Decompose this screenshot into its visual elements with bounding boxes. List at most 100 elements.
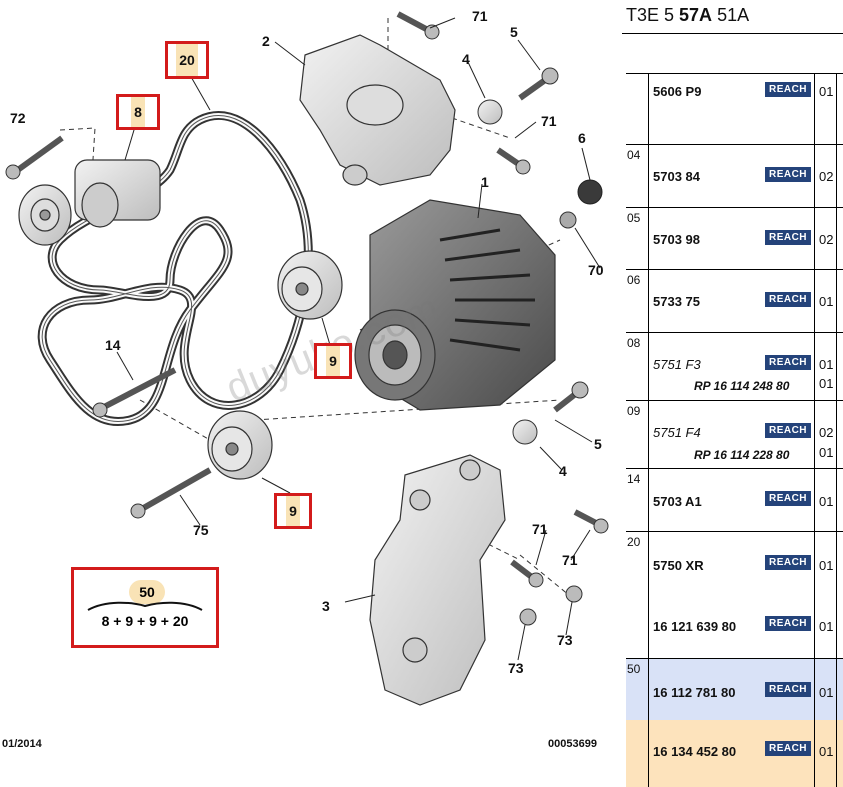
- position-number: 50: [627, 662, 641, 676]
- col-divider: [814, 270, 815, 332]
- callout-box-9-lower: 9: [274, 493, 312, 529]
- part-quantity: 01: [819, 744, 834, 759]
- panel-separator: [622, 33, 843, 34]
- screws-part-71: [396, 11, 609, 588]
- col-divider: [648, 270, 649, 332]
- col-divider: [648, 208, 649, 269]
- callout-72: 72: [10, 110, 26, 126]
- col-divider: [814, 659, 815, 720]
- pump-part-2: [299, 34, 456, 186]
- col-divider: [814, 401, 815, 468]
- reach-badge: REACH: [765, 555, 811, 570]
- replacement-reference: RP 16 114 228 80: [694, 448, 790, 462]
- callout-75: 75: [193, 522, 209, 538]
- diagram-drawing: [5, 11, 609, 706]
- col-divider: [836, 208, 837, 269]
- col-divider: [836, 145, 837, 207]
- col-divider: [648, 469, 649, 531]
- position-number: 20: [627, 535, 641, 549]
- callout-1: 1: [481, 174, 489, 190]
- callout-box-9-upper: 9: [314, 343, 352, 379]
- reach-badge: REACH: [765, 355, 811, 370]
- col-divider: [814, 720, 815, 787]
- part-reference: 5751 F4: [653, 425, 701, 440]
- callout-73-lower: 73: [508, 660, 524, 676]
- callout-70: 70: [588, 262, 604, 278]
- leader-lines: [116, 17, 601, 661]
- callout-4-upper: 4: [462, 51, 470, 67]
- bushing-part-4-lower: [512, 419, 538, 445]
- callout-73-right: 73: [557, 632, 573, 648]
- callout-box-20: 20: [165, 41, 209, 79]
- col-divider: [814, 74, 815, 144]
- replacement-reference: RP 16 114 248 80: [694, 379, 790, 393]
- callout-4-lower: 4: [559, 463, 567, 479]
- col-divider: [814, 333, 815, 400]
- part-reference: 5606 P9: [653, 84, 702, 99]
- parts-row[interactable]: 04 5703 84 REACH 02: [626, 144, 843, 207]
- parts-row-kit[interactable]: 50 16 112 781 80 REACH 01: [626, 658, 843, 720]
- bracket-part-3: [369, 454, 506, 706]
- reach-badge: REACH: [765, 423, 811, 438]
- callout-71-lower-left: 71: [532, 521, 548, 537]
- reach-badge: REACH: [765, 82, 811, 97]
- nuts-part-73: [519, 585, 583, 626]
- part-reference: 5750 XR: [653, 558, 704, 573]
- position-number: 14: [627, 472, 641, 486]
- part-reference: 16 112 781 80: [653, 685, 736, 700]
- bolt-part-5-lower: [553, 381, 589, 413]
- part-reference: 5733 75: [653, 294, 700, 309]
- part-reference-alt: 16 121 639 80: [653, 619, 737, 634]
- part-quantity: 01: [819, 558, 834, 573]
- callout-71-right: 71: [541, 113, 557, 129]
- parts-list-panel: T3E 5 57A 51A 5606 P9 REACH 01 04 5703 8…: [622, 0, 843, 787]
- parts-row[interactable]: 14 5703 A1 REACH 01: [626, 468, 843, 531]
- position-number: 05: [627, 211, 641, 225]
- callout-3: 3: [322, 598, 330, 614]
- parts-diagram: duyuko.com 71 2 5 4 71 6 1 70 72 14 5 4 …: [2, 8, 609, 750]
- col-divider: [648, 401, 649, 468]
- col-divider: [648, 145, 649, 207]
- part-quantity: 02: [819, 425, 834, 440]
- callout-6: 6: [578, 130, 586, 146]
- panel-header: T3E 5 57A 51A: [626, 5, 750, 25]
- bolt-part-72: [5, 135, 64, 180]
- callout-box-8: 8: [116, 94, 160, 130]
- reach-badge: REACH: [765, 491, 811, 506]
- reach-badge: REACH: [765, 230, 811, 245]
- parts-row[interactable]: 05 5703 98 REACH 02: [626, 207, 843, 269]
- col-divider: [836, 469, 837, 531]
- reach-badge: REACH: [765, 682, 811, 697]
- part-quantity-alt: 01: [819, 619, 834, 634]
- idler-pulley-9-lower: [207, 410, 273, 480]
- part-quantity: 01: [819, 494, 834, 509]
- part-reference: 5703 A1: [653, 494, 702, 509]
- parts-row[interactable]: 06 5733 75 REACH 01: [626, 269, 843, 332]
- parts-row[interactable]: 5606 P9 REACH 01: [626, 73, 843, 144]
- col-divider: [814, 208, 815, 269]
- idler-pulley-9-upper: [277, 250, 343, 320]
- parts-row[interactable]: 20 5750 XR REACH 01 16 121 639 80 REACH …: [626, 531, 843, 658]
- parts-row-kit-alt[interactable]: 16 134 452 80 REACH 01: [626, 720, 843, 787]
- part-quantity: 02: [819, 169, 834, 184]
- callout-5-lower: 5: [594, 436, 602, 452]
- callout-71-lower-right: 71: [562, 552, 578, 568]
- kit-brace: [87, 601, 203, 611]
- col-divider: [836, 659, 837, 720]
- position-number: 04: [627, 148, 641, 162]
- col-divider: [648, 532, 649, 658]
- kit-formula: 8 + 9 + 9 + 20: [101, 613, 189, 629]
- reach-badge: REACH: [765, 616, 811, 631]
- belt-part-20: [37, 111, 313, 426]
- parts-row[interactable]: 08 5751 F3 REACH 01 RP 16 114 248 80 01: [626, 332, 843, 400]
- col-divider: [836, 333, 837, 400]
- replacement-quantity: 01: [819, 376, 834, 391]
- callout-5-upper: 5: [510, 24, 518, 40]
- part-quantity: 01: [819, 294, 834, 309]
- footer-date: 01/2014: [2, 738, 42, 750]
- part-reference: 5703 98: [653, 232, 700, 247]
- cap-part-6: [577, 179, 603, 205]
- parts-row[interactable]: 09 5751 F4 REACH 02 RP 16 114 228 80 01: [626, 400, 843, 468]
- footer-code: 00053699: [548, 738, 597, 750]
- part-quantity: 02: [819, 232, 834, 247]
